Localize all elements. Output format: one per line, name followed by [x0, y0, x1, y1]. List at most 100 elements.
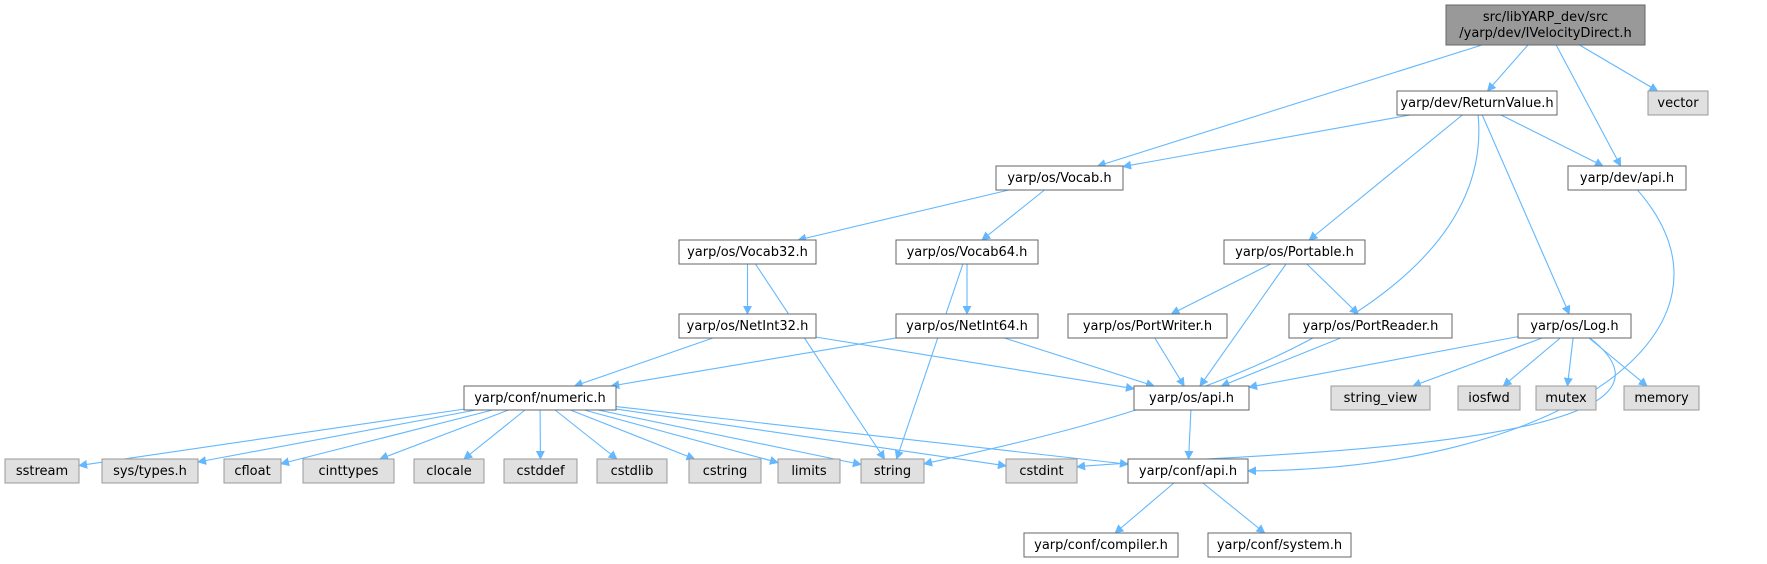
edge-numeric-to-sstream: [78, 408, 465, 469]
edge-confapi-to-compiler: [1114, 482, 1175, 534]
edge-log-to-osapi: [1248, 336, 1519, 391]
node-label-compiler: yarp/conf/compiler.h: [1034, 538, 1168, 553]
node-label-cfloat: cfloat: [234, 464, 270, 479]
node-box-string_view: [1330, 385, 1431, 411]
node-returnvalue[interactable]: yarp/dev/ReturnValue.h: [1396, 90, 1558, 116]
node-box-iosfwd: [1457, 385, 1521, 411]
node-cstring: cstring: [688, 458, 762, 484]
node-label-clocale: clocale: [426, 464, 471, 479]
node-clocale: clocale: [413, 458, 485, 484]
edge-numeric-to-cinttypes: [379, 409, 509, 461]
node-compiler[interactable]: yarp/conf/compiler.h: [1023, 532, 1179, 558]
node-box-log: [1517, 313, 1632, 339]
node-box-cstring: [688, 458, 762, 484]
edge-returnvalue-to-string: [923, 114, 1480, 467]
node-box-mutex: [1535, 385, 1597, 411]
node-vocab32[interactable]: yarp/os/Vocab32.h: [678, 239, 817, 265]
node-vector: vector: [1647, 90, 1709, 116]
node-string_view: string_view: [1330, 385, 1431, 411]
node-box-systypes: [101, 458, 199, 484]
edge-vocab-to-vocab64: [981, 189, 1045, 241]
node-system[interactable]: yarp/conf/system.h: [1207, 532, 1352, 558]
node-box-vocab64: [895, 239, 1039, 265]
node-cstddef: cstddef: [503, 458, 578, 484]
node-label-cinttypes: cinttypes: [319, 464, 379, 479]
node-box-numeric: [463, 385, 617, 411]
node-label-cstdint: cstdint: [1019, 464, 1063, 479]
node-label-cstdlib: cstdlib: [611, 464, 654, 479]
edge-netint32-to-osapi: [815, 336, 1135, 392]
node-root[interactable]: src/libYARP_dev/src/yarp/dev/IVelocityDi…: [1445, 4, 1646, 46]
node-label-limits: limits: [791, 464, 827, 479]
edge-confapi-to-system: [1202, 482, 1266, 534]
node-confapi[interactable]: yarp/conf/api.h: [1127, 458, 1249, 484]
node-box-netint32: [678, 313, 817, 339]
node-iosfwd: iosfwd: [1457, 385, 1521, 411]
node-label-netint32: yarp/os/NetInt32.h: [687, 319, 809, 334]
node-label-sstream: sstream: [16, 464, 68, 479]
node-vocab[interactable]: yarp/os/Vocab.h: [995, 165, 1124, 191]
node-cstdlib: cstdlib: [596, 458, 668, 484]
edge-devapi-to-confapi: [1247, 189, 1675, 476]
node-box-cfloat: [223, 458, 282, 484]
edge-numeric-to-limits: [584, 409, 779, 465]
edge-netint64-to-numeric: [610, 337, 897, 390]
node-label-mutex: mutex: [1545, 391, 1587, 406]
node-box-returnvalue: [1396, 90, 1558, 116]
edge-osapi-to-confapi: [1184, 409, 1194, 460]
node-devapi[interactable]: yarp/dev/api.h: [1567, 165, 1687, 191]
node-cinttypes: cinttypes: [302, 458, 395, 484]
edge-vocab64-to-string: [894, 263, 964, 460]
node-systypes: sys/types.h: [101, 458, 199, 484]
edge-portable-to-osapi: [1199, 263, 1287, 387]
node-label-portwriter: yarp/os/PortWriter.h: [1083, 319, 1212, 334]
node-label-system: yarp/conf/system.h: [1217, 538, 1342, 553]
node-box-compiler: [1023, 532, 1179, 558]
node-label-returnvalue: yarp/dev/ReturnValue.h: [1400, 96, 1553, 111]
node-box-vocab: [995, 165, 1124, 191]
node-osapi[interactable]: yarp/os/api.h: [1133, 385, 1250, 411]
node-netint32[interactable]: yarp/os/NetInt32.h: [678, 313, 817, 339]
node-mutex: mutex: [1535, 385, 1597, 411]
node-box-string: [860, 458, 925, 484]
node-box-system: [1207, 532, 1352, 558]
edge-root-to-devapi: [1555, 44, 1622, 167]
node-portable[interactable]: yarp/os/Portable.h: [1223, 239, 1366, 265]
edge-vocab32-to-string: [754, 263, 886, 460]
node-netint64[interactable]: yarp/os/NetInt64.h: [895, 313, 1039, 339]
node-label-systypes: sys/types.h: [113, 464, 187, 479]
node-label-root: src/libYARP_dev/src: [1483, 10, 1608, 25]
edge-portable-to-portwriter: [1170, 263, 1271, 315]
node-label-vocab: yarp/os/Vocab.h: [1007, 171, 1111, 186]
node-label-string: string: [874, 464, 911, 479]
edge-portwriter-to-osapi: [1154, 337, 1185, 387]
node-box-vector: [1647, 90, 1709, 116]
node-box-limits: [777, 458, 841, 484]
edge-root-to-returnvalue: [1486, 44, 1529, 92]
edge-returnvalue-to-log: [1481, 114, 1571, 315]
node-label-cstring: cstring: [703, 464, 747, 479]
node-log[interactable]: yarp/os/Log.h: [1517, 313, 1632, 339]
edge-returnvalue-to-devapi: [1500, 114, 1604, 167]
node-box-root: [1445, 4, 1646, 46]
node-box-portreader: [1288, 313, 1453, 339]
node-vocab64[interactable]: yarp/os/Vocab64.h: [895, 239, 1039, 265]
node-numeric[interactable]: yarp/conf/numeric.h: [463, 385, 617, 411]
edge-portable-to-portreader: [1306, 263, 1359, 315]
edge-netint64-to-osapi: [1004, 337, 1155, 388]
edge-numeric-to-cstdint: [615, 408, 1007, 470]
edge-returnvalue-to-portable: [1308, 114, 1463, 241]
node-portwriter[interactable]: yarp/os/PortWriter.h: [1067, 313, 1228, 339]
node-label-vocab32: yarp/os/Vocab32.h: [687, 245, 808, 260]
node-label-netint64: yarp/os/NetInt64.h: [906, 319, 1028, 334]
edge-log-to-iosfwd: [1502, 337, 1561, 387]
node-label-root: /yarp/dev/IVelocityDirect.h: [1459, 26, 1631, 41]
node-label-numeric: yarp/conf/numeric.h: [474, 391, 606, 406]
node-box-cinttypes: [302, 458, 395, 484]
node-box-portable: [1223, 239, 1366, 265]
node-label-cstddef: cstddef: [516, 464, 565, 479]
edge-numeric-to-confapi: [615, 406, 1129, 468]
node-portreader[interactable]: yarp/os/PortReader.h: [1288, 313, 1453, 339]
node-box-osapi: [1133, 385, 1250, 411]
node-box-netint64: [895, 313, 1039, 339]
